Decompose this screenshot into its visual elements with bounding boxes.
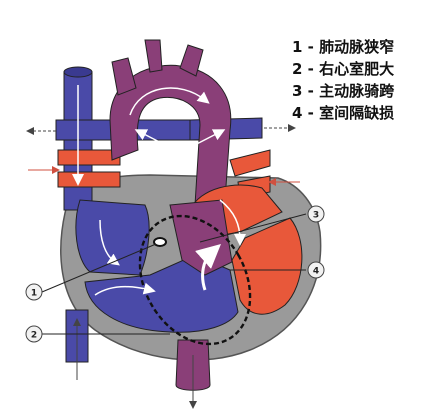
flow-arrow-ra	[99, 219, 120, 266]
brachiocephalic-artery	[111, 57, 137, 96]
callout-1-number: 1	[31, 289, 37, 299]
right-ventricle	[84, 254, 239, 333]
flow-arrow-arch	[129, 87, 210, 116]
callout-3: 3	[307, 205, 325, 223]
flow-arrow-lv	[195, 244, 221, 291]
legend-item-ventricular-septal-defect: 4 - 室间隔缺损	[292, 104, 395, 122]
defect-region-outline	[138, 214, 252, 346]
flow-arrow-pa-right	[184, 129, 226, 151]
callout-4: 4	[307, 261, 325, 279]
pulmonary-stenosis-ring	[153, 237, 167, 247]
flow-arrow-la	[219, 199, 246, 246]
callout-line-3	[199, 213, 307, 243]
left-ventricle	[231, 217, 303, 315]
flow-arrow-pa	[134, 129, 176, 151]
legend-item-right-ventricular-hypertrophy: 2 - 右心室肥大	[292, 60, 395, 78]
callout-2-number: 2	[31, 331, 37, 341]
svc-top	[63, 66, 93, 78]
left-subclavian-artery	[179, 44, 204, 77]
flow-arrow-rv	[94, 282, 156, 296]
legend-item-pulmonary-stenosis: 1 - 肺动脉狭窄	[292, 38, 395, 56]
callout-3-number: 3	[313, 211, 319, 221]
callout-4-number: 4	[313, 267, 319, 277]
left-carotid-artery	[144, 39, 163, 73]
callout-line-1	[41, 243, 157, 293]
callout-2: 2	[25, 325, 43, 343]
legend: 1 - 肺动脉狭窄 2 - 右心室肥大 3 - 主动脉骑跨 4 - 室间隔缺损	[292, 36, 432, 124]
callout-1: 1	[25, 283, 43, 301]
legend-item-overriding-aorta: 3 - 主动脉骑跨	[292, 82, 395, 100]
right-atrium	[75, 199, 150, 276]
